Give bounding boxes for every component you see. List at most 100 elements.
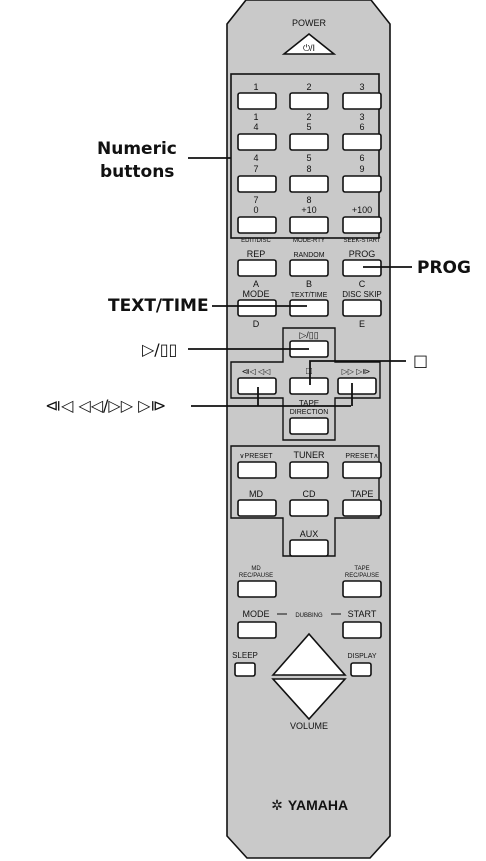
number-button-4[interactable] <box>237 133 277 151</box>
number-label: +100 <box>352 205 372 215</box>
stop-label: □ <box>306 366 312 377</box>
sub-number-label: 8 <box>306 195 311 205</box>
text-time-button[interactable] <box>289 299 329 317</box>
skip-forward-button[interactable] <box>337 377 377 395</box>
number-button-3[interactable] <box>342 92 382 110</box>
tape-button[interactable] <box>342 499 382 517</box>
play-pause-label: ▷/▯▯ <box>299 330 318 340</box>
preset-down-button[interactable] <box>237 461 277 479</box>
text-time-label: TEXT/TIME <box>291 292 328 299</box>
rep-button[interactable] <box>237 259 277 277</box>
cd-button[interactable] <box>289 499 329 517</box>
skip-search-callout: ⧏◁ ◁◁/▷▷ ▷⧐ <box>45 396 167 415</box>
dubbing-start-button[interactable] <box>342 621 382 639</box>
power-label: POWER <box>292 18 327 28</box>
md-button[interactable] <box>237 499 277 517</box>
volume-up-button[interactable] <box>271 632 347 676</box>
number-button-1[interactable] <box>237 92 277 110</box>
number-label: 4 <box>253 122 258 132</box>
number-button-2[interactable] <box>289 92 329 110</box>
sleep-label: SLEEP <box>232 651 258 660</box>
skip-back-button[interactable] <box>237 377 277 395</box>
skip-left-label: ⧏◁ ◁◁ <box>242 367 272 376</box>
sub-number-label: 3 <box>359 112 364 122</box>
disc-skip-label: DISC SKIP <box>342 290 382 299</box>
random-button[interactable] <box>289 259 329 277</box>
numeric-keypad: 1 2 3 1 2 3 4 5 6 4 5 6 7 8 9 7 8 0 +10 … <box>237 82 382 244</box>
sub-number-label: 6 <box>359 153 364 163</box>
number-label: 2 <box>306 82 311 92</box>
stop-leader <box>309 360 406 385</box>
tape-rec-pause-button[interactable] <box>342 580 382 598</box>
md-rec-label: MD <box>251 566 261 572</box>
power-button[interactable] <box>281 32 337 55</box>
play-pause-callout: ▷/▯▯ <box>142 340 178 359</box>
number-label: 9 <box>359 164 364 174</box>
seek-start-label: SEEK-START <box>343 238 380 244</box>
preset-down-label: ∨PRESET <box>239 453 273 460</box>
letter-a: A <box>253 279 259 289</box>
number-button-0[interactable] <box>237 216 277 234</box>
cd-label: CD <box>303 489 316 499</box>
preset-up-button[interactable] <box>342 461 382 479</box>
prog-button[interactable] <box>342 259 382 277</box>
number-label: 0 <box>253 205 258 215</box>
letter-b: B <box>306 279 312 289</box>
callout-lines <box>188 157 412 407</box>
transport-frame <box>230 327 381 441</box>
rep-label: REP <box>247 249 266 259</box>
prog-label: PROG <box>349 249 376 259</box>
edit-disc-label: EDIT/DISC <box>241 238 271 244</box>
tape-label: TAPE <box>299 399 319 408</box>
plus10-button[interactable] <box>289 216 329 234</box>
number-label: 3 <box>359 82 364 92</box>
number-label: 8 <box>306 164 311 174</box>
number-button-9[interactable] <box>342 175 382 193</box>
number-button-5[interactable] <box>289 133 329 151</box>
sub-number-label: 7 <box>253 195 258 205</box>
sub-number-label: 2 <box>306 112 311 122</box>
letter-e: E <box>359 319 365 329</box>
start-label: START <box>348 609 377 619</box>
tuner-button[interactable] <box>289 461 329 479</box>
md-label: MD <box>249 489 263 499</box>
number-button-6[interactable] <box>342 133 382 151</box>
disc-skip-button[interactable] <box>342 299 382 317</box>
number-label: 6 <box>359 122 364 132</box>
sleep-button[interactable] <box>234 662 256 677</box>
direction-button[interactable] <box>289 417 329 435</box>
prog-callout: PROG <box>417 258 471 278</box>
md-rec-pause-button[interactable] <box>237 580 277 598</box>
volume-down-button[interactable] <box>271 678 347 721</box>
aux-label: AUX <box>300 529 319 539</box>
letter-d: D <box>253 319 260 329</box>
stop-button[interactable] <box>289 377 329 395</box>
mode-label: MODE <box>243 289 270 299</box>
number-label: 5 <box>306 122 311 132</box>
mode-button[interactable] <box>237 299 277 317</box>
number-label: 7 <box>253 164 258 174</box>
text-time-callout: TEXT/TIME <box>108 296 209 316</box>
tape-rec-label: TAPE <box>354 566 369 572</box>
display-button[interactable] <box>350 662 372 677</box>
volume-label: VOLUME <box>290 721 328 731</box>
number-button-8[interactable] <box>289 175 329 193</box>
dubbing-mode-label: MODE <box>243 609 270 619</box>
sub-number-label: 5 <box>306 153 311 163</box>
numeric-callout-line1: Numeric <box>97 139 177 159</box>
number-button-7[interactable] <box>237 175 277 193</box>
mode-rty-label: MODE-RTY <box>293 238 325 244</box>
plus100-button[interactable] <box>342 216 382 234</box>
number-label: +10 <box>301 205 316 215</box>
aux-button[interactable] <box>289 539 329 557</box>
yamaha-logo: YAMAHA <box>288 797 348 813</box>
stop-callout: □ <box>413 351 429 370</box>
dubbing-mode-button[interactable] <box>237 621 277 639</box>
sub-number-label: 4 <box>253 153 258 163</box>
power-symbol: ⏻/I <box>303 43 315 53</box>
yamaha-emblem: ✲ <box>271 797 283 813</box>
letter-c: C <box>359 279 366 289</box>
random-label: RANDOM <box>293 252 324 259</box>
number-label: 1 <box>253 82 258 92</box>
